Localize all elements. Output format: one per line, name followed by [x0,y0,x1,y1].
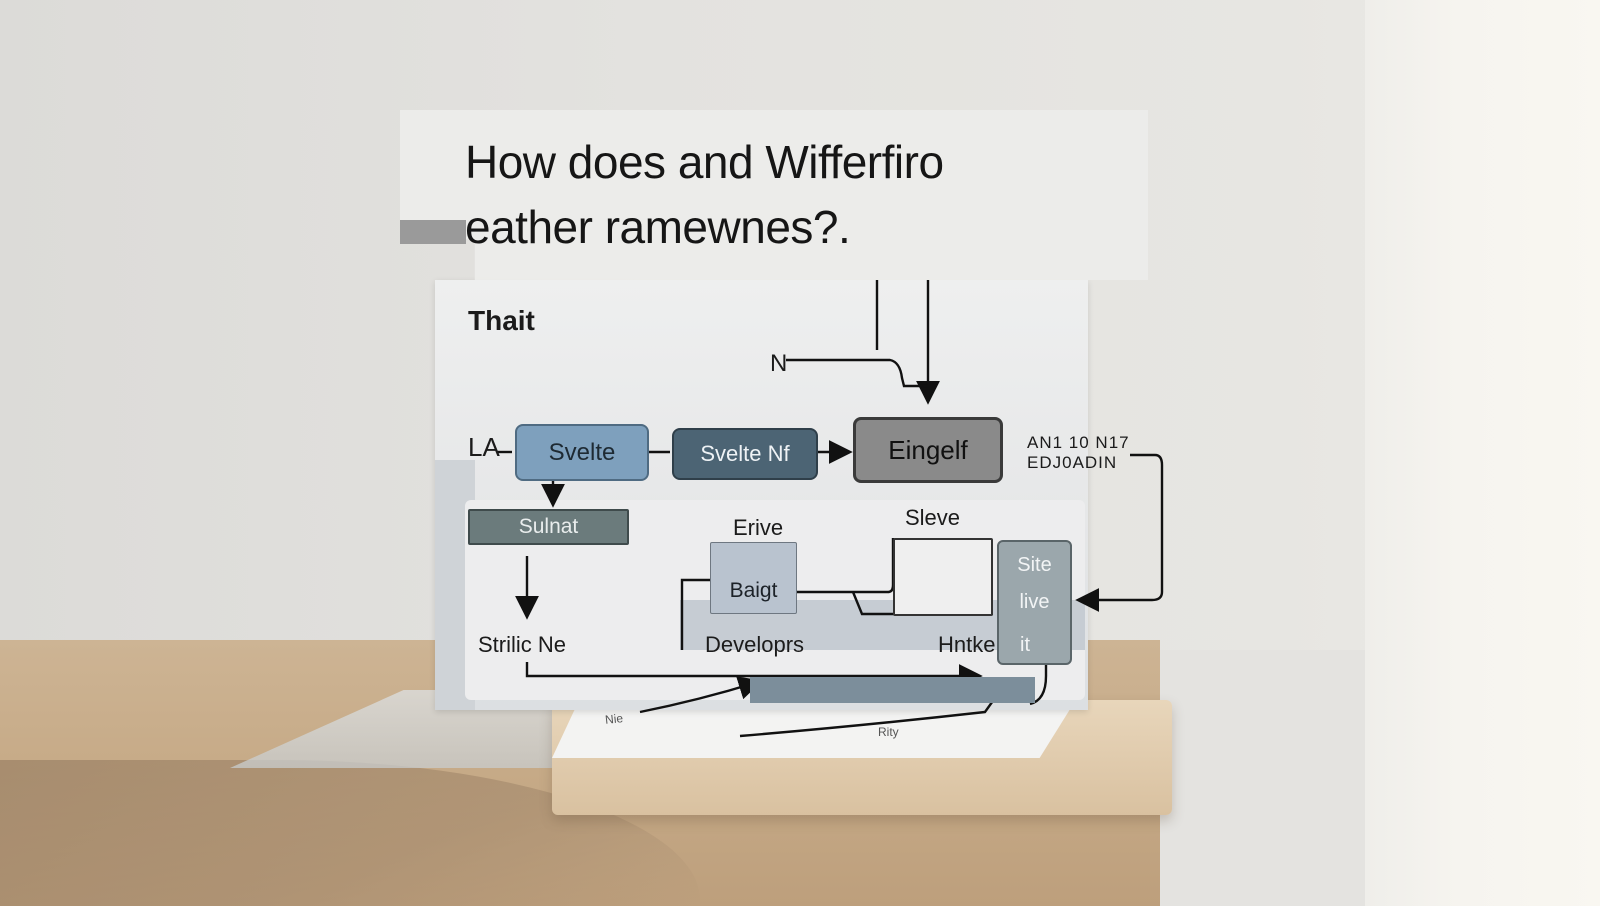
wall-right-light [1365,0,1600,906]
n-label: N [770,350,788,377]
title-accent-bar [400,220,466,244]
title-card [400,110,1148,280]
node-site-mid: live [1019,591,1050,613]
node-site-top: Site [1017,554,1052,576]
node-site-bottom: it [1020,634,1030,656]
label-developers: Developrs [705,632,805,657]
node-eingelf: Eingelf [853,417,1003,483]
annotation-line-1: AN1 10 N17 [1027,433,1130,452]
node-sleve-box [893,538,993,616]
node-svelte: Svelte [515,424,649,481]
bottom-bar [750,677,1035,703]
label-hntke: Hntke [938,632,996,657]
la-label: LA [468,432,500,462]
node-baigt: Baigt [710,542,797,614]
node-svelte-nf: Svelte Nf [672,428,818,480]
label-sleve: Sleve [905,505,961,530]
annotation-line-2: EDJ0ADIN [1027,453,1118,472]
node-sulnat: Sulnat [468,509,629,545]
corner-label: Thait [468,305,535,336]
annotation: AN1 10 N17 EDJ0ADIN [1027,433,1130,473]
paper-text-right: Rity [878,725,899,739]
label-strilic: Strilic Ne [478,632,567,657]
title-line-1: How does and Wifferfiro [465,136,944,188]
title-line-2: eather ramewnes?. [465,201,851,253]
node-site: Site live [997,540,1072,665]
paper-text-left: Nie [604,711,624,727]
label-erive: Erive [733,515,784,540]
